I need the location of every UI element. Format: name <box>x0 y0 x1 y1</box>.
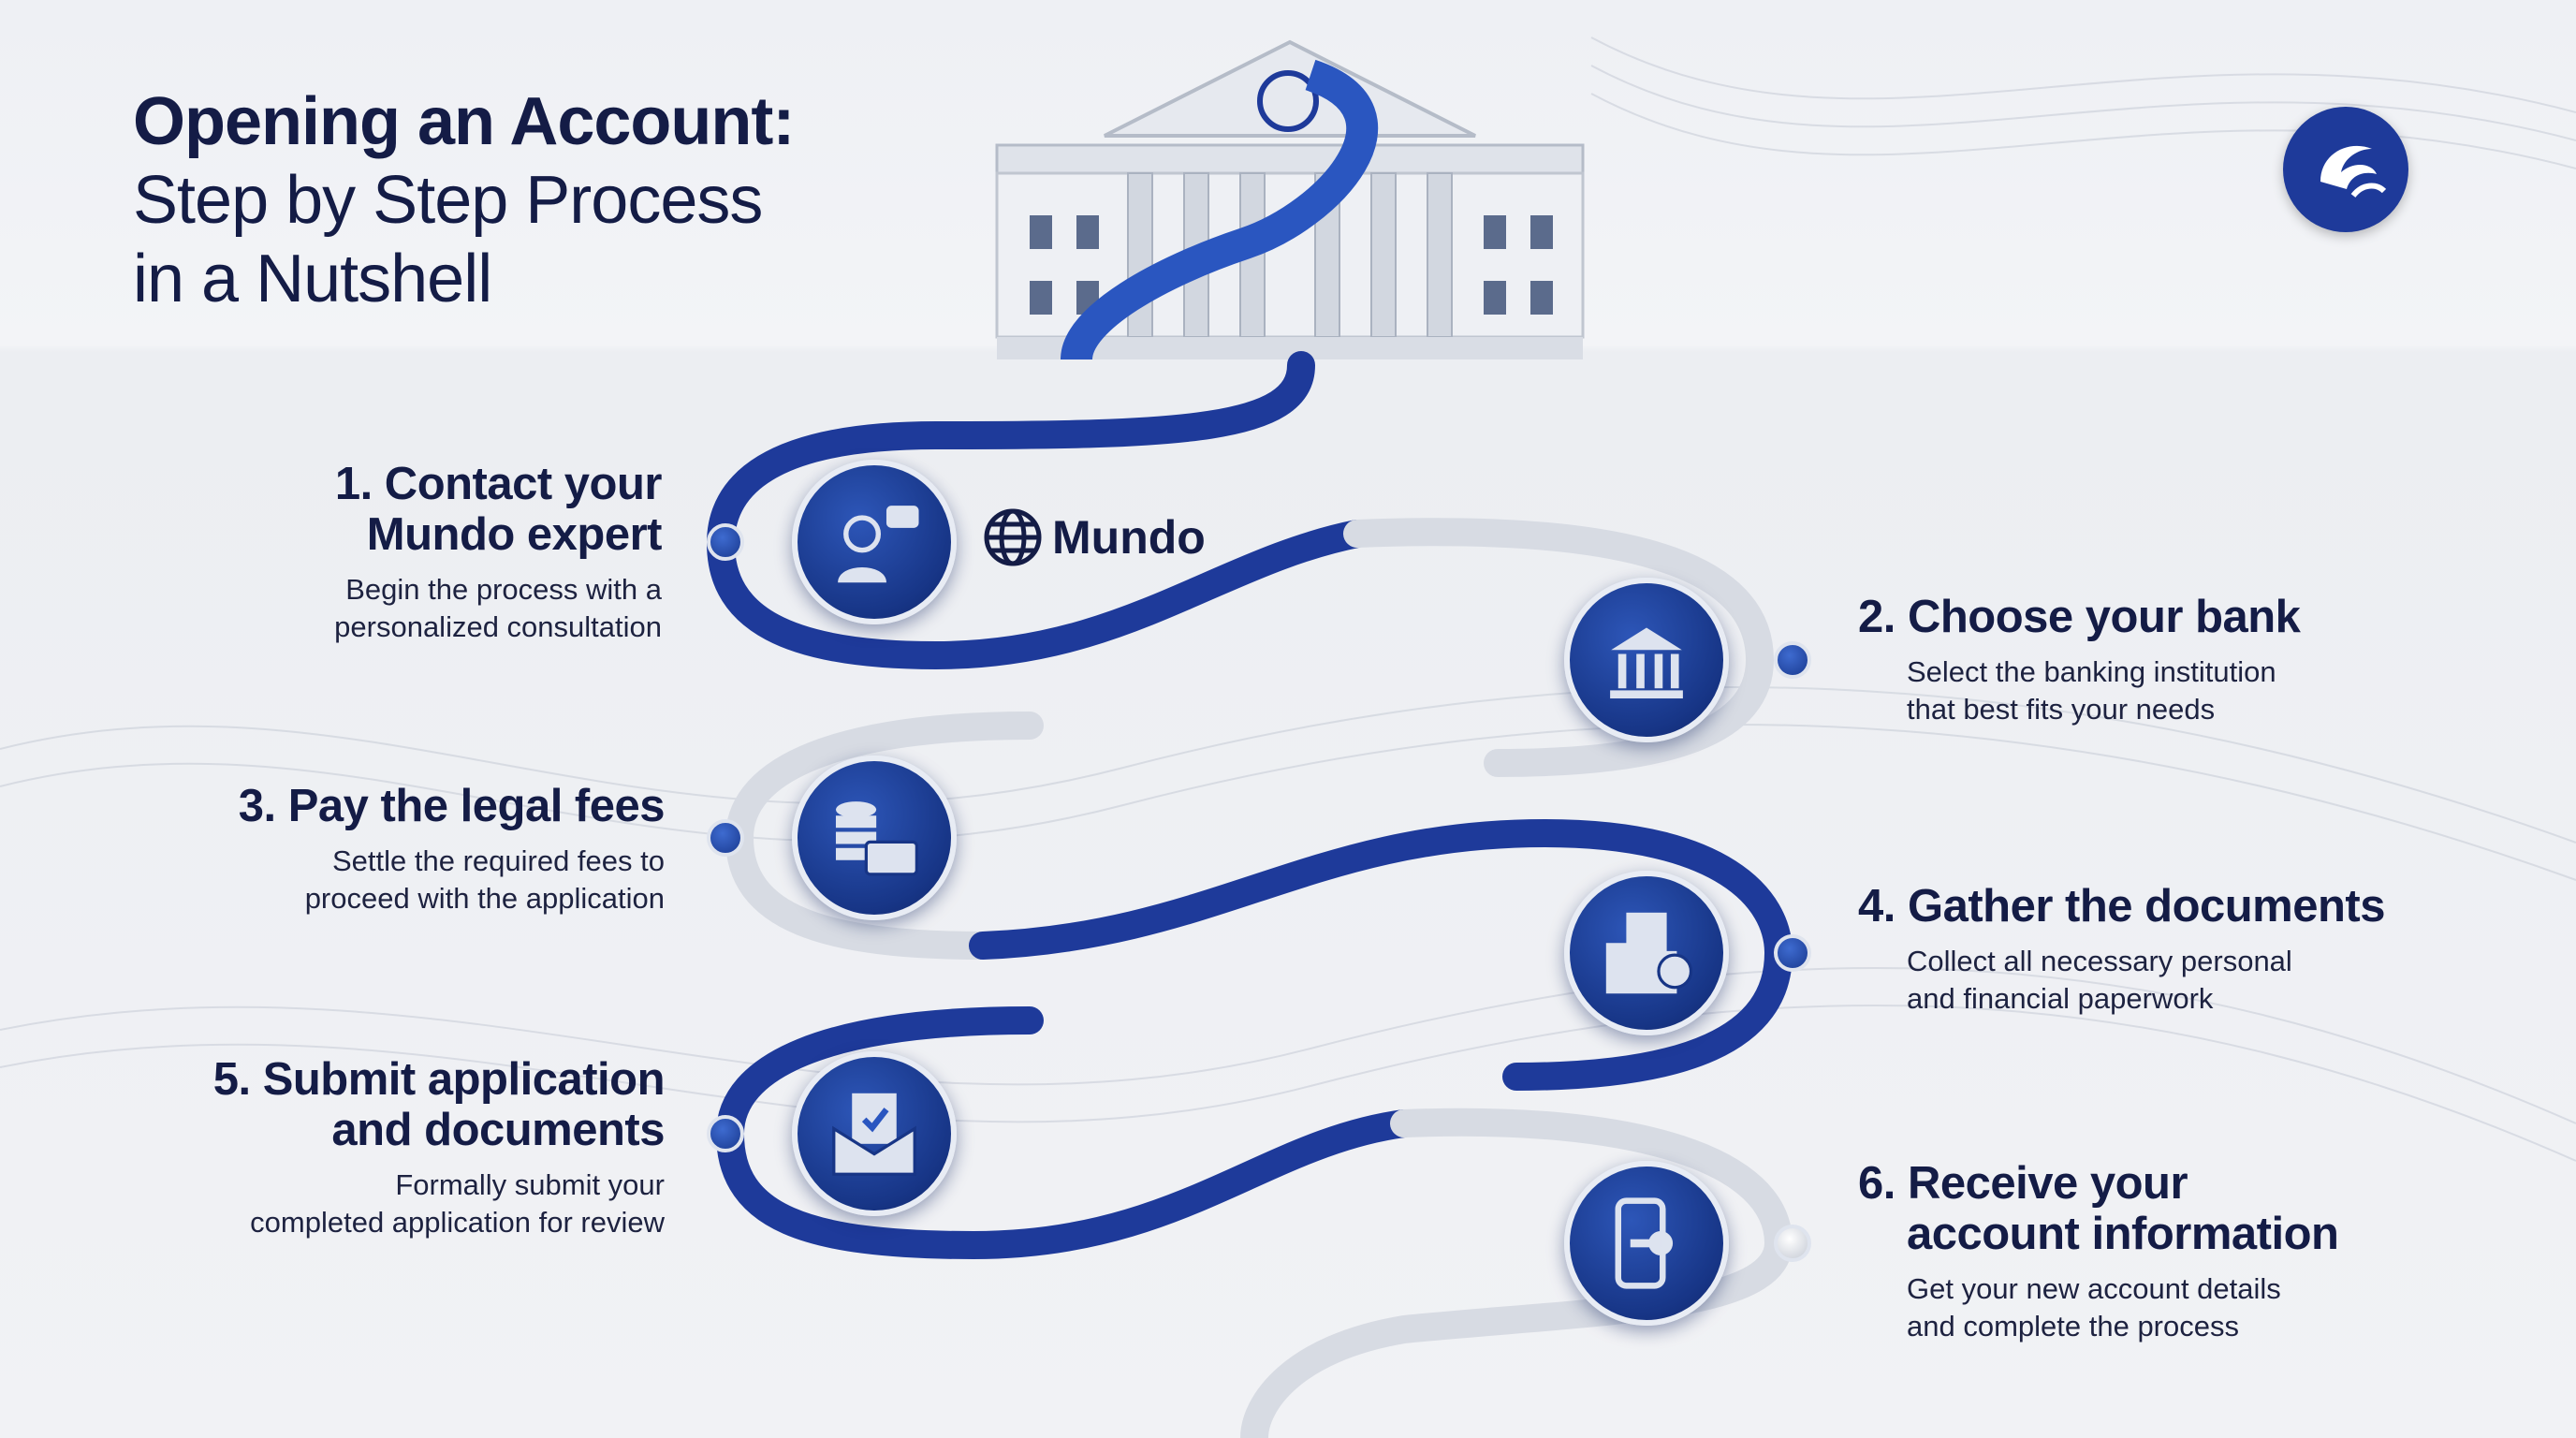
page-title: Opening an Account: Step by Step Process… <box>133 82 795 318</box>
step-desc-cont: that best fits your needs <box>1907 693 2216 726</box>
step-desc: Select the banking institution <box>1907 655 2276 688</box>
step-5-connector-dot <box>707 1115 744 1152</box>
step-desc-cont: and complete the process <box>1907 1310 2239 1343</box>
bank-building-illustration <box>995 39 1585 361</box>
title-line-1: Opening an Account: <box>133 84 795 159</box>
step-title: 3. Pay the legal fees <box>238 781 666 831</box>
step-title: 5. Submit application <box>212 1054 666 1105</box>
envelope-check-icon <box>792 1051 957 1216</box>
step-desc: Formally submit your <box>395 1168 665 1201</box>
mundo-logo-icon <box>2283 107 2408 232</box>
mundo-brand: Mundo <box>983 507 1206 567</box>
step-4: 4. Gather the documents Collect all nece… <box>1858 881 2513 1018</box>
step-title-cont: account information <box>1907 1209 2339 1259</box>
phone-key-icon <box>1564 1161 1729 1326</box>
step-title-cont: and documents <box>331 1105 665 1155</box>
step-title: 1. Contact your <box>334 459 663 509</box>
step-title: 2. Choose your bank <box>1858 592 2301 642</box>
step-2-connector-dot <box>1774 641 1811 679</box>
title-line-3: in a Nutshell <box>133 242 492 316</box>
step-4-connector-dot <box>1774 934 1811 972</box>
step-desc-cont: personalized consultation <box>334 610 662 643</box>
step-title: 4. Gather the documents <box>1858 881 2386 932</box>
step-desc: Begin the process with a <box>345 573 662 606</box>
step-desc-cont: and financial paperwork <box>1907 982 2214 1015</box>
bank-icon <box>1564 578 1729 742</box>
support-agent-icon <box>792 460 957 624</box>
step-desc: Get your new account details <box>1907 1272 2281 1305</box>
step-3-connector-dot <box>707 819 744 857</box>
step-6-connector-dot <box>1774 1225 1811 1262</box>
step-2: 2. Choose your bank Select the banking i… <box>1858 592 2513 728</box>
step-1-connector-dot <box>707 523 744 561</box>
step-desc-cont: completed application for review <box>250 1206 665 1239</box>
step-desc: Collect all necessary personal <box>1907 945 2292 977</box>
documents-icon <box>1564 871 1729 1035</box>
title-line-2: Step by Step Process <box>133 163 763 238</box>
step-3: 3. Pay the legal fees Settle the require… <box>9 781 666 917</box>
step-title-cont: Mundo expert <box>366 509 663 560</box>
step-desc: Settle the required fees to <box>331 844 665 877</box>
globe-icon <box>984 508 1042 566</box>
brand-name: Mundo <box>1052 511 1206 564</box>
payment-icon <box>792 756 957 920</box>
step-title: 6. Receive your <box>1858 1158 2188 1209</box>
step-desc-cont: proceed with the application <box>304 882 665 915</box>
